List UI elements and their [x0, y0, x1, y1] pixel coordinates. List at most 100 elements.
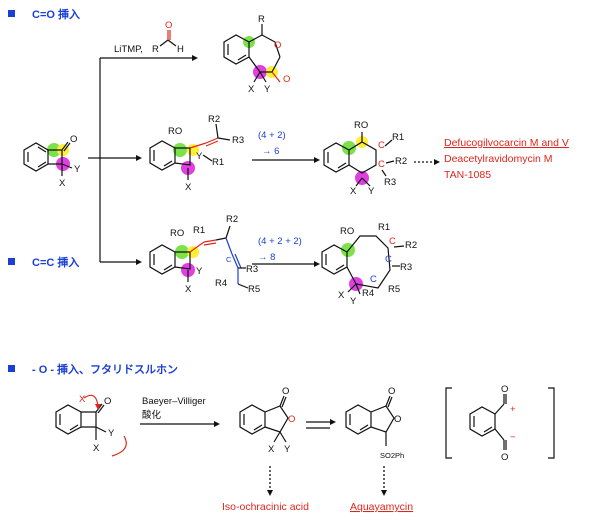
svg-text:O: O [288, 414, 295, 425]
svg-text:O: O [394, 414, 401, 425]
svg-text:LiTMP,: LiTMP, [114, 44, 143, 55]
bullet-square-icon [8, 258, 15, 265]
svg-text:(4 + 2): (4 + 2) [258, 130, 286, 141]
product-deacetylravidomycin: Deacetylravidomycin M [444, 153, 553, 165]
cycloaddition-6-arrow: (4 + 2) → 6 [252, 130, 320, 163]
svg-text:Y: Y [196, 266, 203, 277]
svg-text:O: O [104, 396, 111, 407]
svg-text:R4: R4 [215, 278, 227, 289]
svg-text:Y: Y [368, 186, 375, 197]
branch-arrows [88, 55, 198, 265]
section-o-insertion-heading: - O - 挿入、フタリドスルホン [8, 362, 178, 376]
svg-text:C: C [389, 236, 396, 247]
svg-text:RO: RO [168, 126, 182, 137]
baeyer-villiger-arrow: Baeyer–Villiger 酸化 [140, 396, 220, 427]
svg-text:酸化: 酸化 [142, 409, 162, 421]
svg-text:O: O [388, 386, 395, 397]
product-link-aquayamycin[interactable]: Aquayamycin [350, 501, 413, 513]
svg-text:X: X [268, 444, 275, 455]
bullet-square-icon [8, 10, 15, 17]
bullet-square-icon [8, 365, 15, 372]
svg-text:C: C [385, 254, 392, 265]
dashed-arrow-to-natural-products [414, 159, 440, 165]
benzocyclobutenone-o-insertion: O X Y X [55, 394, 127, 457]
svg-text:→ 8: → 8 [258, 252, 275, 263]
svg-text:Y: Y [284, 444, 291, 455]
svg-text:O: O [282, 386, 289, 397]
cross-mark-icon: X [79, 394, 86, 405]
svg-text:O: O [70, 134, 77, 145]
svg-text:Y: Y [196, 151, 203, 162]
svg-text:R: R [258, 14, 265, 25]
svg-text:C: C [226, 255, 232, 264]
svg-text:Y: Y [264, 84, 271, 95]
svg-text:R: R [152, 44, 159, 55]
phthalide-product: O O X Y [239, 386, 295, 455]
svg-text:O: O [274, 40, 281, 51]
svg-text:X: X [338, 290, 345, 301]
section-co-label: C=O 挿入 [32, 7, 80, 21]
svg-text:R2: R2 [226, 214, 238, 225]
svg-text:X: X [185, 182, 192, 193]
svg-text:R5: R5 [248, 284, 260, 295]
svg-text:+: + [510, 404, 516, 415]
svg-text:R2: R2 [395, 156, 407, 167]
svg-text:RO: RO [170, 228, 184, 239]
svg-text:R1: R1 [193, 225, 205, 236]
svg-text:Y: Y [108, 428, 115, 439]
svg-text:C: C [370, 274, 377, 285]
bracketed-dialdehyde-species: O + O − [445, 384, 555, 463]
svg-text:O: O [165, 20, 172, 31]
reagent-litmp-aldehyde: LiTMP, R O H [114, 20, 184, 55]
benzocyclobutenone-start: O Y X [23, 134, 81, 189]
svg-text:X: X [185, 284, 192, 295]
svg-text:X: X [248, 84, 255, 95]
product-iso-ochracinic-acid: Iso-ochracinic acid [222, 501, 309, 513]
svg-text:RO: RO [354, 120, 368, 131]
tricyclic-6-product: RO C C R1 R2 R3 X Y [323, 120, 407, 197]
svg-text:→ 6: → 6 [262, 146, 279, 157]
product-tan-1085: TAN-1085 [444, 169, 491, 181]
svg-text:O: O [501, 452, 508, 463]
natural-products-o: Iso-ochracinic acid Aquayamycin [222, 501, 413, 513]
svg-text:R3: R3 [246, 264, 258, 275]
svg-text:X: X [350, 186, 357, 197]
dashed-arrows-to-products [267, 466, 387, 496]
svg-text:SO2Ph: SO2Ph [380, 451, 404, 460]
svg-text:X: X [59, 178, 66, 189]
product-link-defucogilvocarcin[interactable]: Defucogilvocarcin M and V [444, 137, 569, 149]
svg-text:−: − [510, 432, 516, 443]
svg-text:X: X [93, 443, 100, 454]
svg-text:R5: R5 [388, 284, 400, 295]
svg-text:H: H [177, 44, 184, 55]
svg-text:R1: R1 [212, 157, 224, 168]
cycloaddition-8-arrow: (4 + 2 + 2) → 8 [252, 236, 320, 267]
isochromanone-product: R O O X Y [223, 14, 290, 95]
svg-text:R2: R2 [405, 240, 417, 251]
svg-text:Y: Y [350, 296, 357, 307]
svg-text:R2: R2 [208, 114, 220, 125]
svg-text:R3: R3 [400, 262, 412, 273]
svg-text:R4: R4 [362, 288, 374, 299]
section-co-insertion-heading: C=O 挿入 [8, 7, 80, 21]
svg-text:Baeyer–Villiger: Baeyer–Villiger [142, 396, 206, 407]
svg-text:RO: RO [340, 226, 354, 237]
svg-text:R1: R1 [392, 132, 404, 143]
svg-text:O: O [501, 384, 508, 395]
svg-text:R1: R1 [378, 222, 390, 233]
section-o-label: - O - 挿入、フタリドスルホン [32, 362, 178, 376]
svg-text:R3: R3 [384, 177, 396, 188]
svg-text:(4 + 2 + 2): (4 + 2 + 2) [258, 236, 302, 247]
phthalide-transform-arrows [306, 419, 336, 429]
tricyclic-8-product: RO R1 C R2 C R3 C R4 R5 X Y [321, 222, 417, 307]
svg-text:C: C [378, 159, 385, 170]
section-cc-label: C=C 挿入 [32, 255, 79, 269]
svg-text:Y: Y [74, 164, 81, 175]
natural-products-6: Defucogilvocarcin M and V Deacetylravido… [444, 137, 569, 181]
alkenyl-intermediate: RO R3 R2 Y R1 X [149, 114, 244, 193]
svg-text:C: C [378, 140, 385, 151]
svg-text:R3: R3 [232, 135, 244, 146]
svg-text:O: O [283, 74, 290, 85]
phthalide-sulfone-product: O O SO2Ph [345, 386, 404, 460]
